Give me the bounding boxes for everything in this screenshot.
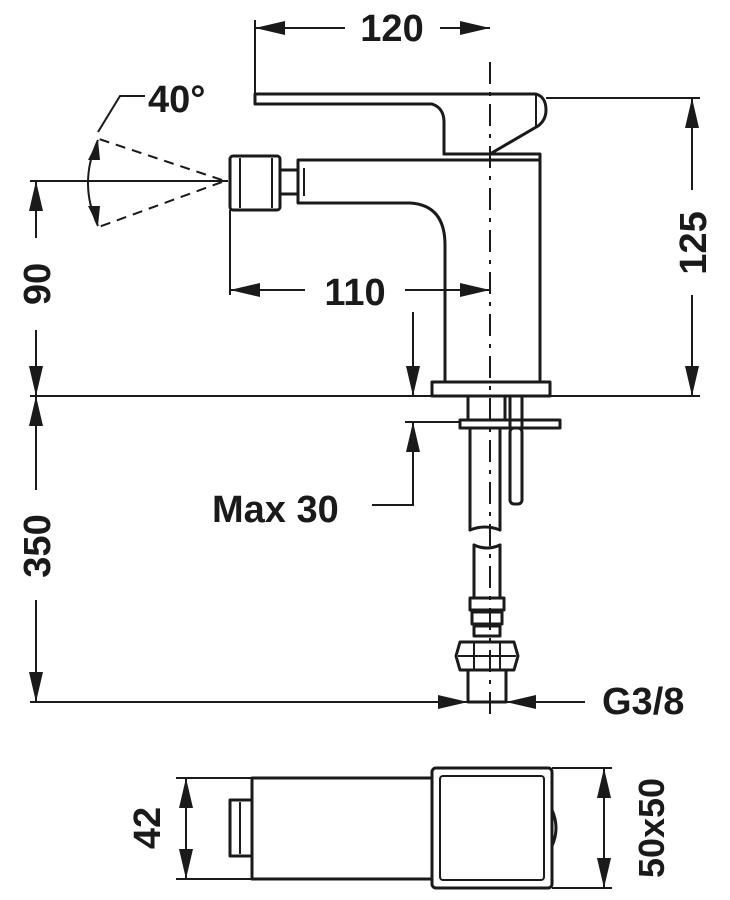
dim-50x50-label: 50x50 — [631, 778, 672, 878]
hose-break-bottom — [472, 543, 502, 550]
dim-g38-arrow-right — [506, 695, 536, 709]
hose-collar — [470, 610, 504, 626]
dim-110-arrow-left — [230, 283, 260, 297]
body-cap — [442, 152, 542, 162]
dim-90-arrow-bottom — [29, 366, 43, 396]
dim-g38-label: G3/8 — [602, 681, 684, 723]
dim-42-arrow-bottom — [179, 849, 193, 879]
dim-50x50-arrow-top — [597, 768, 611, 798]
hex-nut — [454, 640, 520, 672]
dim-120-arrow-right — [460, 21, 490, 35]
angle-arrow-bottom — [88, 206, 100, 226]
hose-collar — [468, 596, 506, 612]
rod — [508, 426, 524, 506]
dim-350-arrow-bottom — [29, 672, 43, 702]
hose-collar — [472, 624, 502, 638]
dim-42-label: 42 — [127, 807, 169, 849]
dim-110-arrow-right — [460, 283, 490, 297]
dim-max30-leader — [372, 422, 414, 506]
spray-cone-bottom — [95, 181, 223, 229]
plan-handle-tip — [550, 808, 558, 848]
dim-90-arrow-top — [29, 181, 43, 211]
aerator-joint — [278, 168, 300, 196]
dim-90-label: 90 — [17, 263, 59, 305]
spout-body — [296, 158, 542, 384]
plan-base — [430, 766, 554, 890]
plan-handle — [439, 775, 545, 881]
threaded-end — [466, 668, 508, 704]
angle-arrow-top — [88, 140, 100, 160]
dim-125-arrow-top — [685, 98, 699, 128]
dim-350-label: 350 — [17, 514, 59, 577]
dim-125-label: 125 — [673, 211, 715, 274]
handle-lever — [253, 92, 548, 156]
dim-max30-arrow-top — [406, 366, 420, 396]
dim-g38-arrow-left — [438, 695, 468, 709]
dim-50x50-arrow-bottom — [597, 858, 611, 888]
dim-125-arrow-bottom — [685, 366, 699, 396]
angle-leader — [97, 95, 145, 133]
hose-upper — [468, 426, 502, 532]
plan-body — [250, 776, 434, 881]
dim-110-label: 110 — [324, 272, 385, 314]
spray-cone-top — [95, 137, 223, 181]
dim-350-arrow-top — [29, 396, 43, 426]
hose-break-top — [468, 525, 502, 532]
dim-42-arrow-top — [179, 778, 193, 808]
angle-label: 40° — [148, 79, 205, 121]
hose-lower — [472, 543, 502, 600]
dim-120-arrow-left — [255, 21, 285, 35]
dim-max30-label: Max 30 — [212, 489, 339, 531]
dim-120-label: 120 — [360, 8, 423, 50]
